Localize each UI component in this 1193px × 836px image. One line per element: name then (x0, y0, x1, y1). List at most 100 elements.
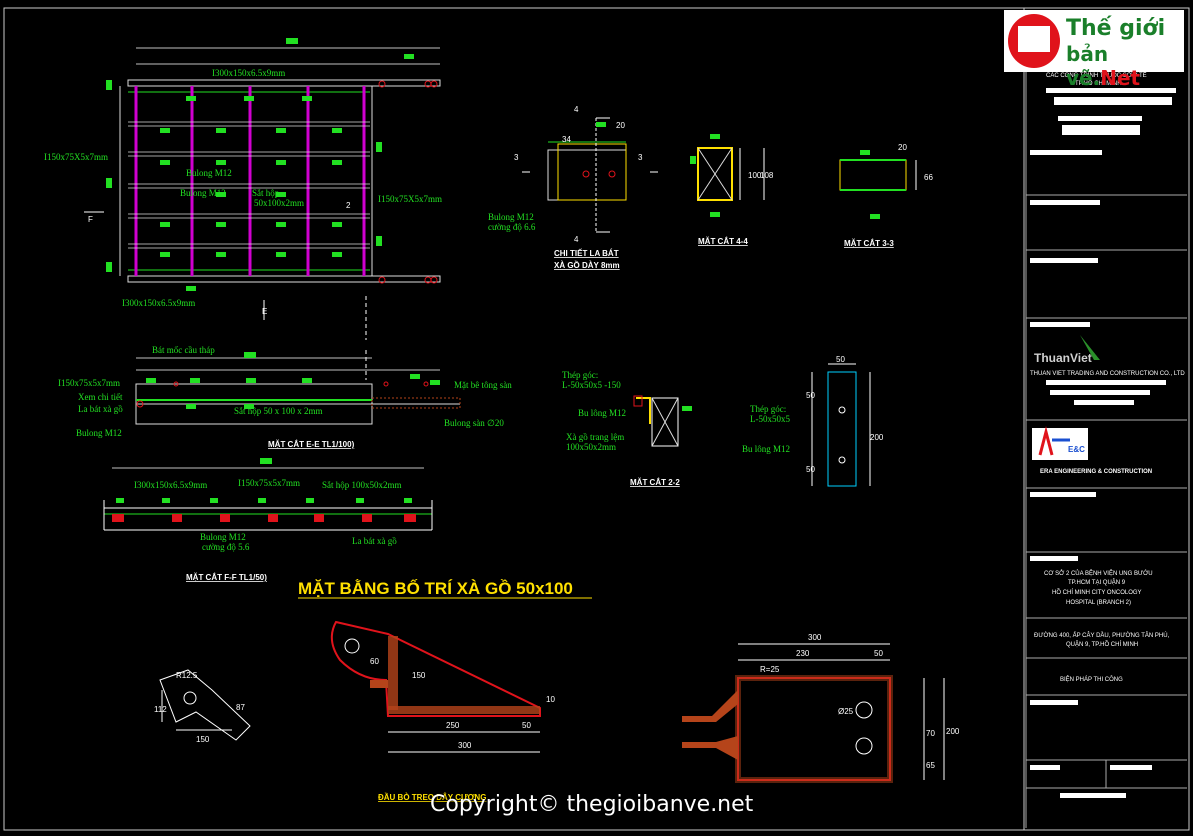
s44-dim2: 108 (760, 171, 774, 180)
labat-dim1: 20 (616, 121, 625, 130)
labat-sec-bottom: 4 (574, 235, 579, 244)
hanger-dim-87: 87 (236, 703, 245, 712)
hanger-dim-b: 50 (522, 721, 531, 730)
ee-note7: Mặt bê tông sàn (454, 380, 512, 390)
logo-text-line2: bản vẽ.Net (1066, 42, 1184, 90)
s22-title: MẶT CẮT 2-2 (630, 478, 680, 487)
angle-dim-top: 50 (836, 355, 845, 364)
ff-note2: I150x75x5x7mm (238, 478, 300, 488)
tb-drawing-title: BIỆN PHÁP THI CÔNG (1060, 675, 1123, 683)
tb-row2: TP.HỒ CHÍ MINH (1075, 80, 1122, 87)
plan-label-f: F (88, 215, 93, 224)
sheet-border (3, 7, 1190, 831)
house-icon (1008, 14, 1060, 68)
ee-note1: Bát mốc cầu tháp (152, 345, 215, 355)
plate-dim-total: 300 (808, 633, 822, 642)
s33-dim1: 20 (898, 143, 907, 152)
ee-note3: Xem chi tiết (78, 392, 123, 402)
hanger-plate-drawing (682, 643, 945, 783)
tb-company2: ERA ENGINEERING & CONSTRUCTION (1040, 469, 1152, 475)
ff-note3: Sắt hộp 100x50x2mm (322, 480, 402, 490)
title-block (1026, 194, 1187, 789)
ee-note4: La bát xà gồ (78, 404, 123, 414)
angle-dim-side: 200 (870, 433, 884, 442)
title-block-frame (1023, 7, 1190, 831)
hanger-main-drawing (330, 620, 541, 753)
plan-beam-bottom: I300x150x6.5x9mm (122, 298, 195, 308)
plan-label-e: E (262, 307, 267, 316)
tb-project1: CƠ SỞ 2 CỦA BỆNH VIỆN UNG BƯỚU (1044, 569, 1153, 577)
hanger-left-drawing (159, 669, 251, 741)
labat-note2: cường độ 6.6 (488, 222, 536, 232)
thuan-viet-logo: ThuanViet (1034, 335, 1114, 365)
hanger-dim-150: 150 (196, 735, 210, 744)
s22-note2: L-50x50x5 -150 (562, 380, 621, 390)
s22-note5: 100x50x2mm (566, 442, 616, 452)
era-logo: E&C (1032, 426, 1088, 460)
logo-text-line1: Thế giới (1066, 16, 1166, 41)
plate-dim-r: R=25 (760, 665, 780, 674)
tb-address1: ĐƯỜNG 400, ẤP CÂY DẦU, PHƯỜNG TÂN PHÚ, (1034, 632, 1170, 639)
plan-label-2: 2 (346, 201, 351, 210)
ff-note4: Bulong M12 (200, 532, 246, 542)
angle-dim-a: 50 (806, 391, 815, 400)
labat-detail-drawing (522, 117, 658, 233)
plan-beam-right: I150x75X5x7mm (378, 194, 442, 204)
section-22-drawing (633, 395, 692, 447)
plan-steel-box: Sắt hộp (252, 188, 280, 198)
section-44-drawing (690, 134, 765, 217)
s33-title: MẶT CẮT 3-3 (844, 239, 894, 248)
tb-project4: HOSPITAL (BRANCH 2) (1066, 600, 1131, 606)
s44-dim1: 100 (748, 171, 762, 180)
plan-bolt1: Bulong M12 (186, 168, 232, 178)
thegioibanve-logo[interactable]: Thế giới bản vẽ.Net (1004, 10, 1184, 90)
copyright-watermark: Copyright© thegioibanve.net (430, 792, 754, 817)
hanger-dim-a: 250 (446, 721, 460, 730)
plate-dim-65: 65 (926, 761, 935, 770)
plate-dim-b2: 50 (874, 649, 883, 658)
hanger-dim-125: R12.5 (176, 671, 198, 680)
ee-note6: Sắt hộp 50 x 100 x 2mm (234, 406, 323, 416)
labat-title2: XÀ GỒ DÀY 8mm (554, 260, 620, 270)
plate-dim-200: 200 (946, 727, 960, 736)
plan-steel-box-size: 50x100x2mm (254, 198, 304, 208)
plan-view (84, 38, 441, 340)
section-ff-drawing (103, 458, 433, 531)
section-33-drawing (839, 150, 917, 219)
angle-detail-drawing (811, 363, 871, 487)
hanger-dim-total: 300 (458, 741, 472, 750)
hanger-dim-112: 112 (154, 705, 167, 714)
s44-title: MẶT CẮT 4-4 (698, 237, 748, 246)
tb-address2: QUẬN 9, TP.HỒ CHÍ MINH (1066, 641, 1138, 648)
tb-project3: HỒ CHÍ MINH CITY ONCOLOGY (1052, 589, 1142, 596)
angle-dim-b: 50 (806, 465, 815, 474)
plate-dim-phi: Ø25 (838, 707, 854, 716)
main-title: MẶT BẰNG BỐ TRÍ XÀ GỒ 50x100 (298, 578, 573, 598)
ee-note2: I150x75x5x7mm (58, 378, 120, 388)
logo-text-line2b: Net (1100, 66, 1141, 90)
ff-title: MẶT CẮT F-F TL1/50) (186, 573, 267, 582)
angle-note1: Thép góc: (750, 404, 786, 414)
angle-note3: Bu lông M12 (742, 444, 790, 454)
labat-sec-left: 3 (514, 153, 519, 162)
labat-sec-right: 3 (638, 153, 643, 162)
logo-text-line2a: bản vẽ. (1066, 42, 1109, 90)
plan-beam-left: I150x75X5x7mm (44, 152, 108, 162)
plate-dim-70: 70 (926, 729, 935, 738)
ee-note8: Bulong sàn ∅20 (444, 418, 504, 428)
ff-note1: I300x150x6.5x9mm (134, 480, 207, 490)
s33-dim2: 66 (924, 173, 933, 182)
plate-dim-a2: 230 (796, 649, 810, 658)
labat-title1: CHI TIẾT LA BÁT (554, 248, 619, 258)
plan-bolt2: Bulong M12 (180, 188, 226, 198)
hanger-dim-h2: 60 (370, 657, 379, 666)
tb-row1: CÁC CÔNG TRÌNH THUỘC SỞ Y TẾ (1046, 72, 1147, 79)
s22-note1: Thép góc: (562, 370, 598, 380)
labat-sec-top: 4 (574, 105, 579, 114)
tb-project2: TP.HCM TẠI QUẬN 9 (1068, 579, 1126, 586)
ee-note5: Bulong M12 (76, 428, 122, 438)
s22-note3: Bu lông M12 (578, 408, 626, 418)
plan-beam-top: I300x150x6.5x9mm (212, 68, 285, 78)
labat-dim2: 34 (562, 135, 571, 144)
